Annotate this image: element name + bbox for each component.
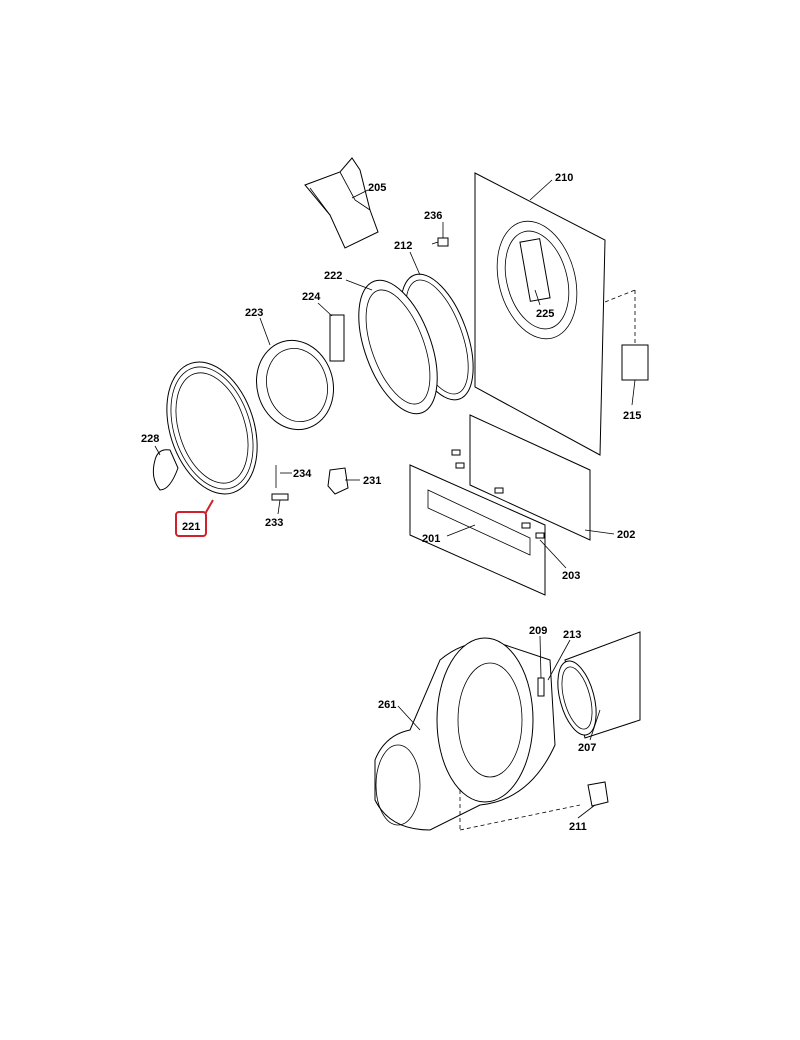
part-205-drawing[interactable]	[304, 157, 379, 249]
label-205[interactable]: 205	[368, 182, 386, 194]
label-207[interactable]: 207	[578, 742, 596, 754]
part-222-drawing[interactable]	[343, 270, 453, 424]
label-225[interactable]: 225	[536, 308, 554, 320]
label-222[interactable]: 222	[324, 270, 342, 282]
part-207-drawing[interactable]	[551, 631, 641, 739]
label-210[interactable]: 210	[555, 172, 573, 184]
label-233[interactable]: 233	[265, 517, 283, 529]
label-236[interactable]: 236	[424, 210, 442, 222]
part-202-drawing[interactable]	[469, 414, 591, 541]
part-228-drawing[interactable]	[152, 449, 179, 491]
label-203[interactable]: 203	[562, 570, 580, 582]
label-215[interactable]: 215	[623, 410, 641, 422]
part-203-screws[interactable]	[451, 449, 545, 539]
label-213[interactable]: 213	[563, 629, 581, 641]
part-210-drawing[interactable]	[474, 172, 606, 456]
label-201[interactable]: 201	[422, 533, 440, 545]
leader-lines	[154, 179, 636, 819]
label-223[interactable]: 223	[245, 307, 263, 319]
highlight-box-221	[175, 511, 207, 537]
part-233-drawing[interactable]	[271, 493, 289, 501]
part-231-drawing[interactable]	[327, 467, 349, 495]
part-221-drawing[interactable]	[151, 350, 273, 505]
label-209[interactable]: 209	[529, 625, 547, 637]
label-234[interactable]: 234	[293, 468, 312, 480]
part-223-drawing[interactable]	[247, 332, 344, 439]
part-211-drawing[interactable]	[587, 781, 609, 807]
part-224-drawing[interactable]	[329, 314, 345, 362]
label-224[interactable]: 224	[302, 291, 321, 303]
label-212[interactable]: 212	[394, 240, 412, 252]
part-209-drawing[interactable]	[537, 677, 545, 697]
label-228[interactable]: 228	[141, 433, 159, 445]
part-201-drawing[interactable]	[409, 464, 546, 596]
label-261[interactable]: 261	[378, 699, 396, 711]
label-221[interactable]: 221	[182, 521, 200, 533]
part-236-drawing[interactable]	[431, 237, 449, 247]
label-231[interactable]: 231	[363, 475, 381, 487]
part-215-drawing[interactable]	[604, 289, 649, 381]
label-211[interactable]: 211	[569, 821, 587, 833]
label-202[interactable]: 202	[617, 529, 635, 541]
part-261-drawing[interactable]	[374, 637, 581, 831]
